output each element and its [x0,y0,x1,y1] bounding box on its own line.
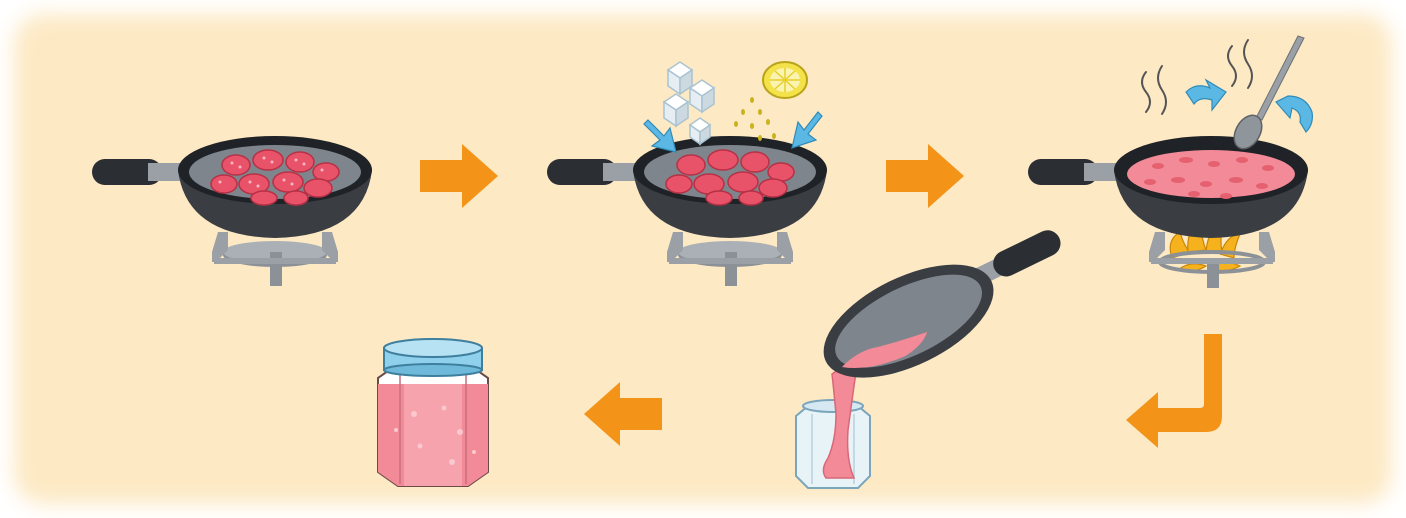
jar-lid-icon [384,339,482,376]
lemon-icon [763,62,807,98]
step-5-sealed-jar [372,339,494,494]
jam-jar-icon [372,364,494,494]
